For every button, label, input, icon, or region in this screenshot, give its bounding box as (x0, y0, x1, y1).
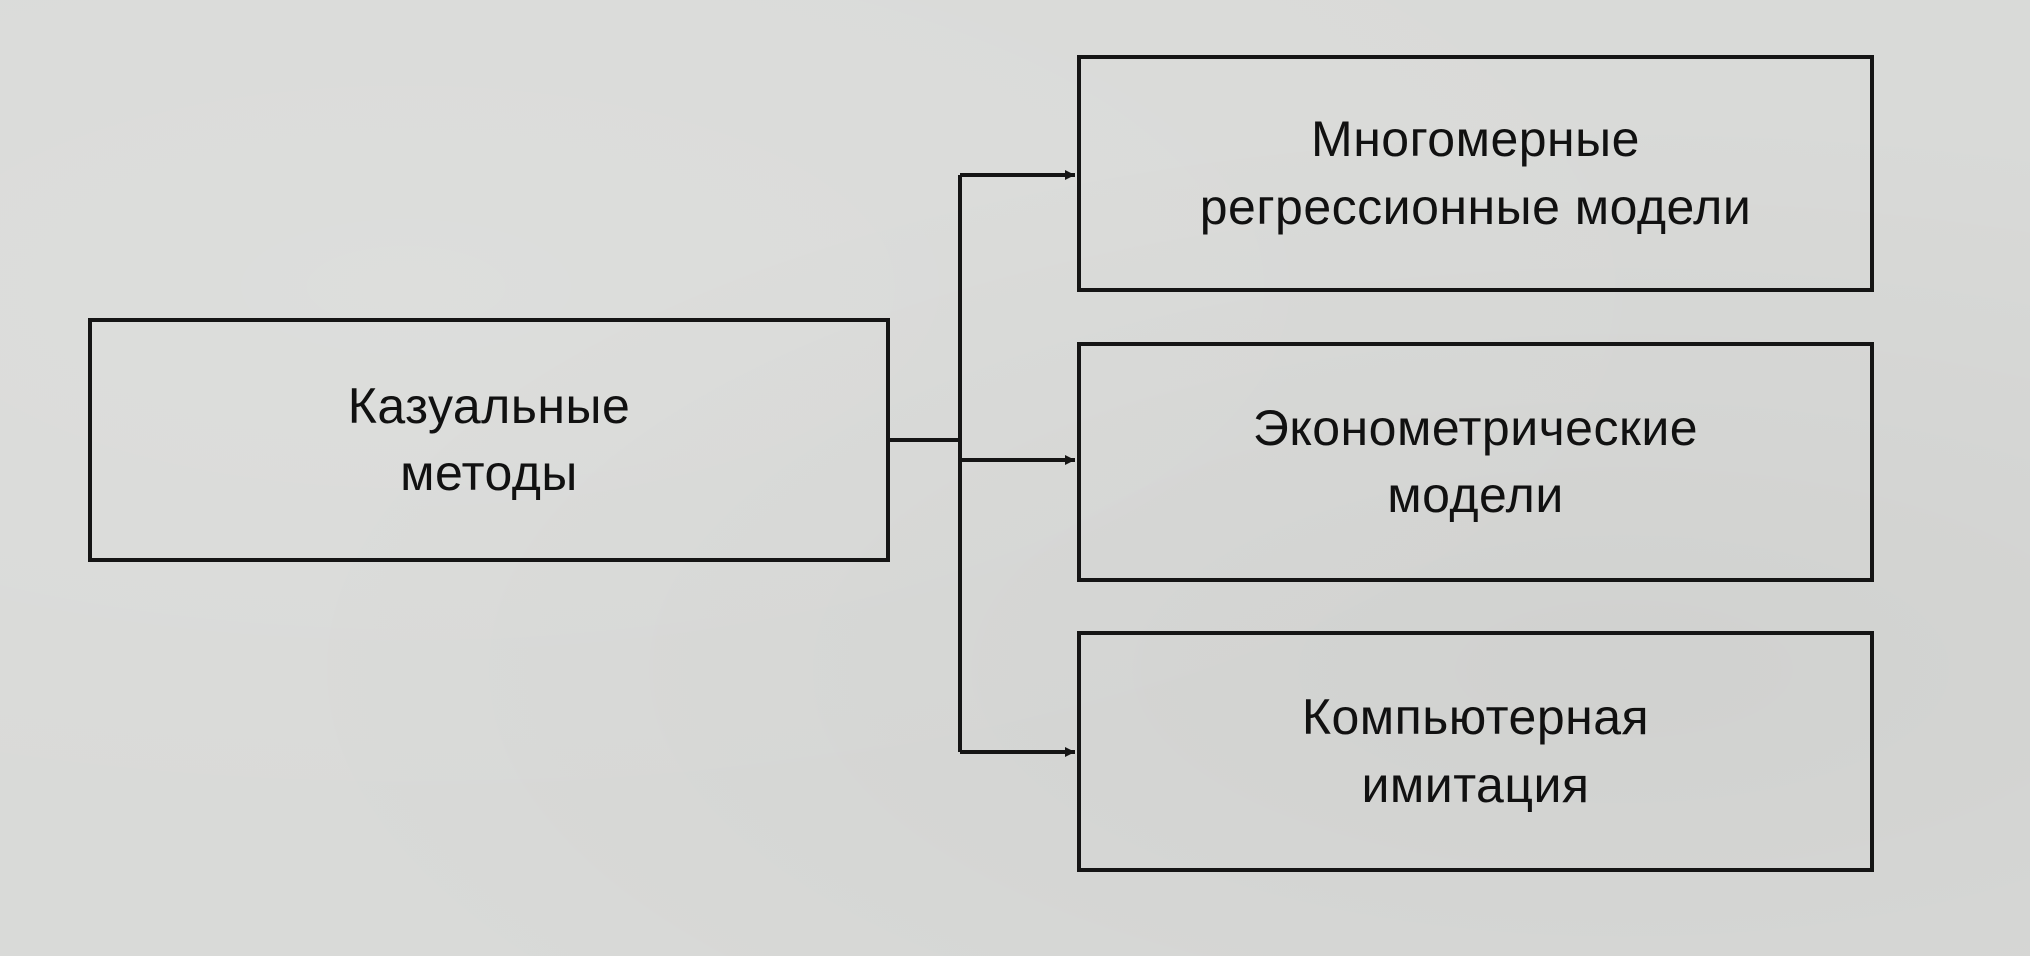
target-3-label-line-2: имитация (1361, 756, 1590, 813)
target-box-3-label: Компьютерная имитация (1302, 684, 1649, 819)
source-box-label: Казуальные методы (348, 373, 631, 508)
target-box-computer-simulation: Компьютерная имитация (1077, 631, 1874, 872)
target-3-label-line-1: Компьютерная (1301, 689, 1650, 745)
source-label-line-1: Казуальные (347, 377, 631, 434)
target-box-multivariate-regression: Многомерные регрессионные модели (1077, 55, 1874, 292)
source-box-causal-methods: Казуальные методы (88, 318, 890, 562)
target-2-label-line-2: модели (1387, 467, 1564, 523)
target-box-econometric-models: Эконометрические модели (1077, 342, 1874, 582)
target-2-label-line-1: Эконометрические (1252, 399, 1699, 456)
target-1-label-line-2: регрессионные модели (1199, 178, 1752, 235)
target-1-label-line-1: Многомерные (1311, 111, 1640, 167)
source-label-line-2: методы (400, 445, 578, 501)
target-box-2-label: Эконометрические модели (1253, 395, 1698, 530)
target-box-1-label: Многомерные регрессионные модели (1200, 106, 1752, 241)
